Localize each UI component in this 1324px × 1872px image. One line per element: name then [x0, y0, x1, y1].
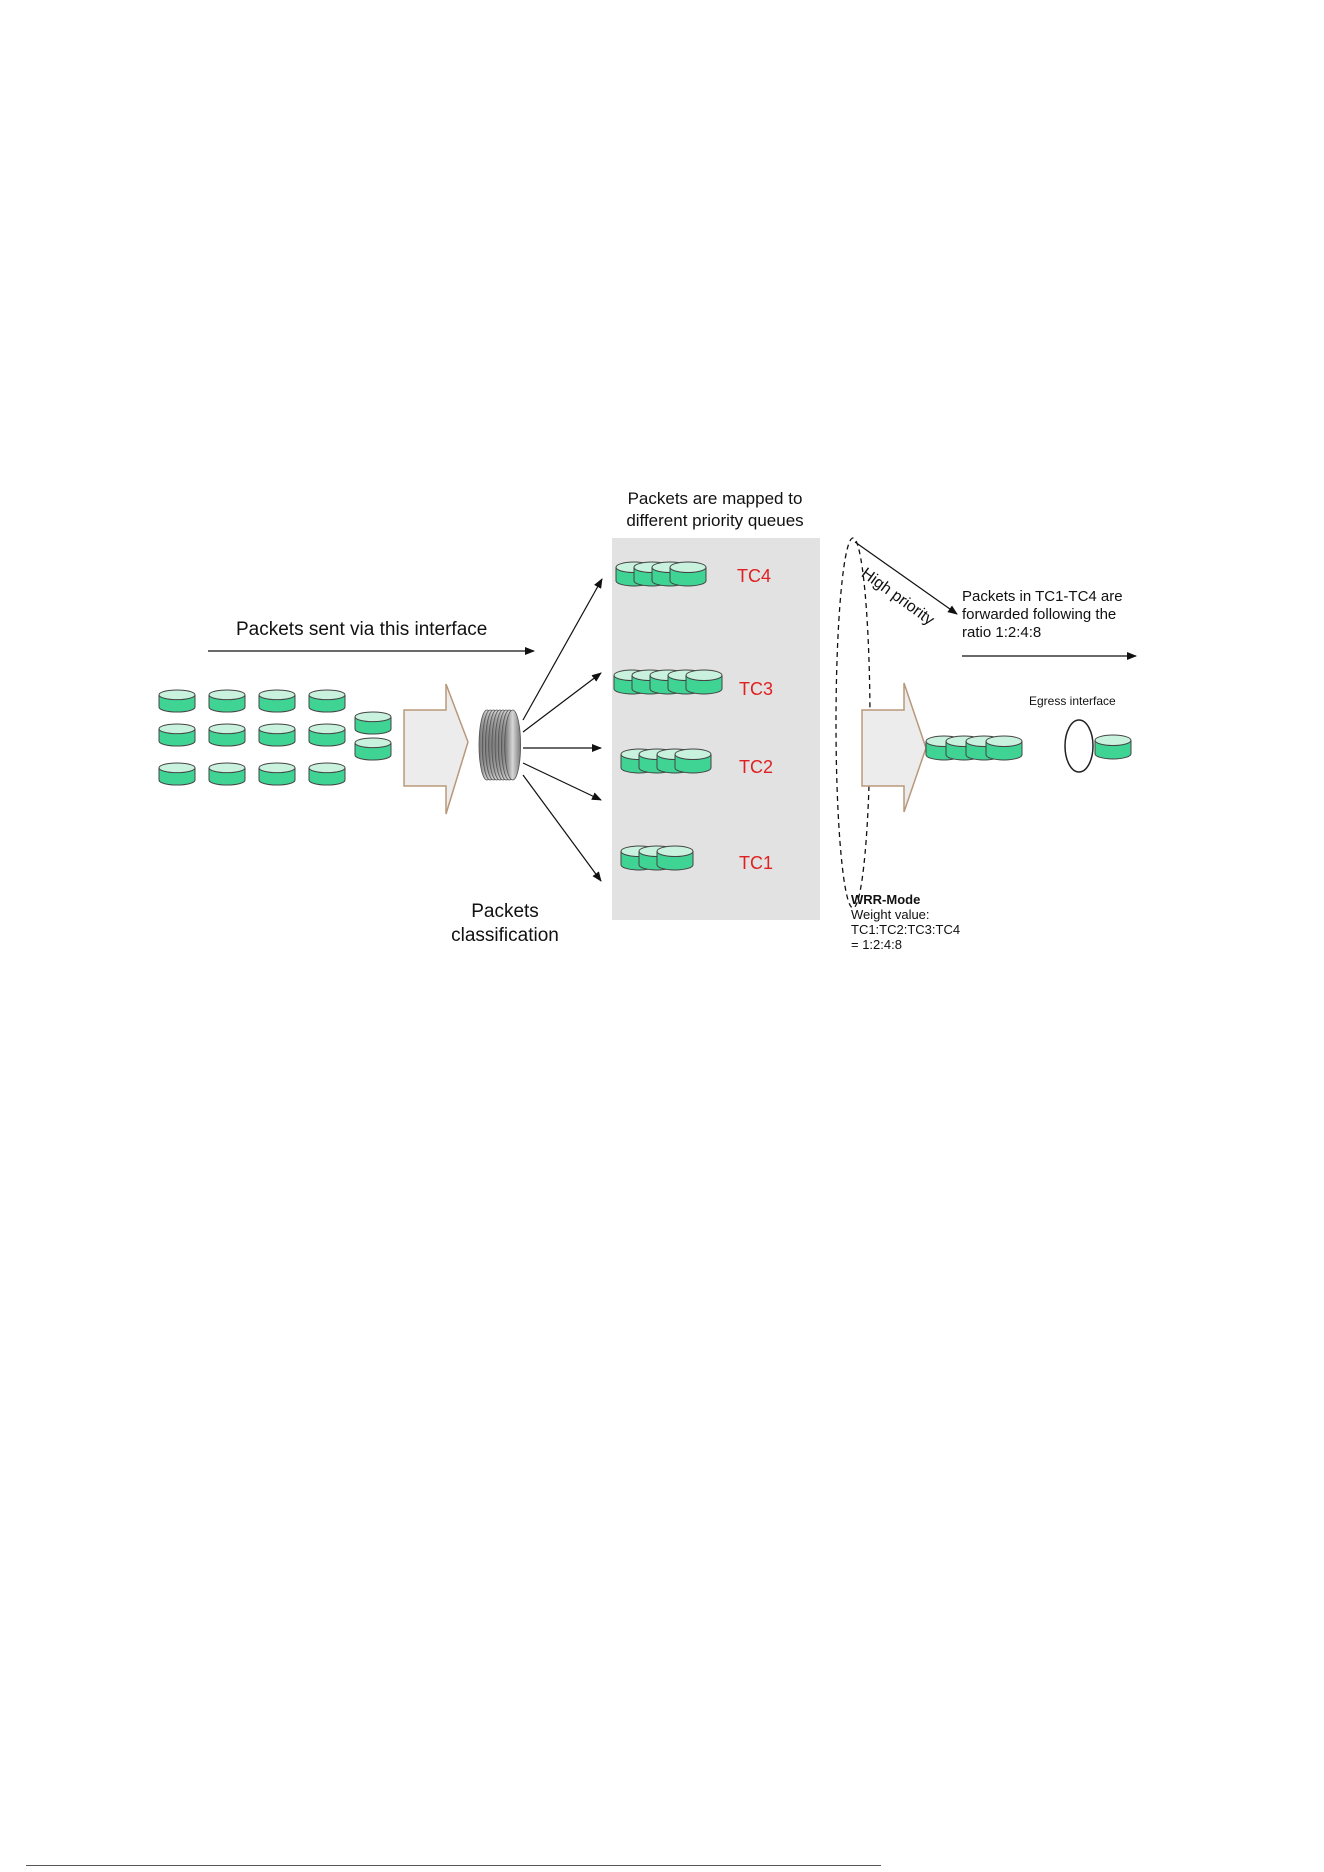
wrr-note-line3: = 1:2:4:8	[851, 937, 960, 952]
ingress-packet-icon	[259, 690, 295, 712]
egress-queued-packet-icon	[986, 736, 1022, 760]
wrr-note-title: WRR-Mode	[851, 892, 960, 907]
queue-tc2-packet-icon	[675, 749, 711, 773]
fanout-arrow-tc1	[523, 775, 601, 881]
ingress-packet-icon	[309, 763, 345, 785]
ingress-packet-icon	[259, 763, 295, 785]
fanout-arrow-tc4	[523, 579, 602, 720]
classification-fanout-arrows	[523, 579, 602, 881]
queue-title: Packets are mapped to different priority…	[560, 488, 870, 532]
ingress-packet-icon	[209, 690, 245, 712]
page-footer-rule	[26, 1865, 881, 1866]
queue-title-line2: different priority queues	[560, 510, 870, 532]
fanout-arrow-tc3	[523, 673, 601, 732]
ingress-packet-icon	[159, 724, 195, 746]
classification-label-line2: classification	[430, 924, 580, 948]
queue-label-tc3: TC3	[739, 679, 773, 700]
queue-title-line1: Packets are mapped to	[560, 488, 870, 510]
classification-label-line1: Packets	[430, 900, 580, 924]
ingress-packet-icon	[309, 724, 345, 746]
egress-queued-packets	[926, 736, 1022, 760]
queue-label-tc1: TC1	[739, 853, 773, 874]
ingress-packet-group	[159, 690, 391, 785]
ingress-label: Packets sent via this interface	[236, 619, 487, 641]
ingress-packet-icon	[159, 690, 195, 712]
ingress-packet-icon	[355, 712, 391, 734]
queue-tc4-packet-icon	[670, 562, 706, 586]
ingress-packet-icon	[309, 690, 345, 712]
ingress-packet-icon	[159, 763, 195, 785]
ingress-packet-icon	[355, 738, 391, 760]
egress-big-arrow-icon	[862, 683, 926, 812]
egress-packet-icon	[1095, 735, 1131, 759]
queue-tc1-packet-icon	[657, 846, 693, 870]
wrr-note-line1: Weight value:	[851, 907, 960, 922]
wrr-note: WRR-Mode Weight value: TC1:TC2:TC3:TC4 =…	[851, 892, 960, 952]
classification-label: Packets classification	[430, 900, 580, 948]
forward-note: Packets in TC1-TC4 are forwarded followi…	[962, 588, 1123, 642]
ingress-packet-icon	[259, 724, 295, 746]
ingress-packet-icon	[209, 724, 245, 746]
forward-note-line3: ratio 1:2:4:8	[962, 624, 1123, 642]
ingress-packet-icon	[209, 763, 245, 785]
queue-label-tc2: TC2	[739, 757, 773, 778]
queue-tc3-packet-icon	[686, 670, 722, 694]
wrr-note-line2: TC1:TC2:TC3:TC4	[851, 922, 960, 937]
forward-note-line1: Packets in TC1-TC4 are	[962, 588, 1123, 606]
forward-note-line2: forwarded following the	[962, 606, 1123, 624]
egress-packet-icon	[1095, 735, 1131, 759]
ingress-big-arrow-icon	[404, 684, 468, 814]
queue-label-tc4: TC4	[737, 566, 771, 587]
egress-ring-icon	[1065, 720, 1093, 772]
classifier-disk-icon	[505, 710, 521, 780]
classifier-disk-stack-icon	[479, 710, 521, 780]
egress-label: Egress interface	[1029, 694, 1116, 708]
fanout-arrow-tc2	[523, 763, 601, 800]
